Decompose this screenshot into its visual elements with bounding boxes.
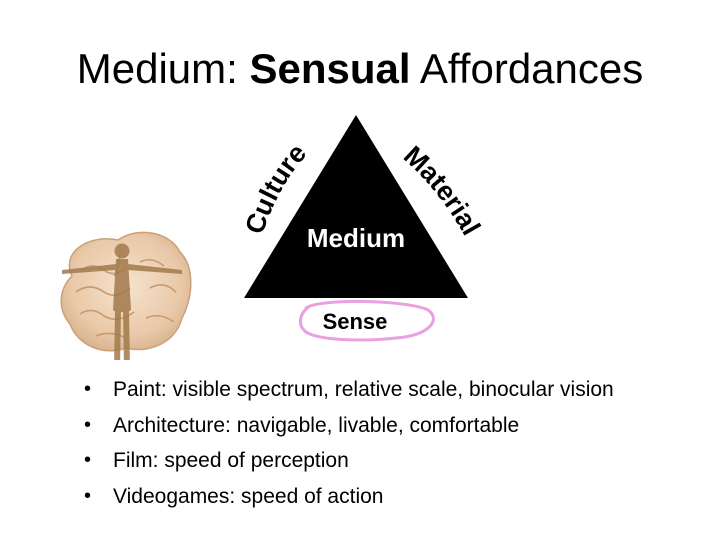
bullet-item-paint: • Paint: visible spectrum, relative scale… <box>84 372 614 408</box>
sense-label: Sense <box>323 309 388 334</box>
bullet-dot: • <box>84 413 92 436</box>
medium-triangle <box>244 115 468 298</box>
sense-highlight <box>299 299 435 342</box>
title-prefix: Medium: <box>76 45 250 92</box>
medium-triangle-diagram: Culture Material Medium Sense <box>60 115 486 360</box>
bullet-list: • Paint: visible spectrum, relative scale… <box>84 372 614 514</box>
title-emphasis: Sensual <box>249 45 411 92</box>
bullet-text: Architecture: navigable, livable, comfor… <box>113 413 520 437</box>
bullet-text: Film: speed of perception <box>113 449 349 472</box>
bullet-text: Videogames: speed of action <box>113 484 384 508</box>
bullet-dot: • <box>84 449 92 471</box>
bullet-dot: • <box>84 378 92 400</box>
bullet-text: Paint: visible spectrum, relative scale,… <box>113 378 614 401</box>
bullet-item-videogames: • Videogames: speed of action <box>84 479 614 515</box>
medium-label: Medium <box>307 223 405 253</box>
brain-figure-icon <box>60 231 192 360</box>
title-suffix: Affordances <box>410 45 644 92</box>
bullet-dot: • <box>84 484 92 507</box>
bullet-item-film: • Film: speed of perception <box>84 443 614 479</box>
bullet-item-architecture: • Architecture: navigable, livable, comfo… <box>84 408 614 444</box>
slide-title: Medium: Sensual Affordances <box>0 44 720 94</box>
